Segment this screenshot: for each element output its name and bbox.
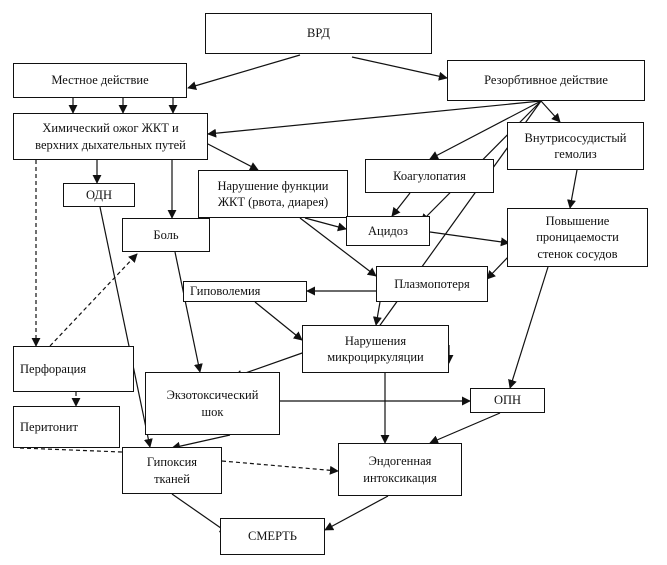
arrow-permeability-plasmaloss — [486, 254, 511, 280]
node-hypovolemia: Гиповолемия — [183, 281, 307, 302]
arrow-resorptive-hemolysis — [540, 100, 561, 123]
arrow-opn-endogenous — [429, 412, 501, 444]
arrow-plasmaloss-microcirc — [372, 301, 382, 326]
arrow-chemburn-gi — [205, 142, 259, 171]
node-opn: ОПН — [470, 388, 545, 413]
arrow-hemolysis-permeability — [567, 169, 578, 209]
node-acidosis: Ацидоз — [346, 216, 430, 246]
node-permeability: Повышение проницаемости стенок сосудов — [507, 208, 648, 267]
dashed-hypoxia-endogenous — [221, 460, 339, 475]
arrow-hypoxia-death — [171, 493, 229, 534]
arrow-coagulopathy-acidosis — [391, 192, 411, 217]
node-hemolysis: Внутрисосудистый гемолиз — [507, 122, 644, 170]
node-gi-dysfunction: Нарушение функции ЖКТ (рвота, диарея) — [198, 170, 348, 218]
node-tissue-hypoxia: Гипоксия тканей — [122, 447, 222, 494]
arrow-resorptive-chemburn — [207, 100, 542, 138]
node-perforation: Перфорация — [13, 346, 134, 392]
arrow-shock-hypoxia — [171, 434, 231, 451]
node-peritonitis: Перитонит — [13, 406, 120, 448]
arrow-acidosis-permeability — [429, 231, 510, 247]
arrow-permeability-opn — [508, 266, 549, 389]
arrow-odn-hypoxia — [99, 206, 153, 448]
node-endogenous-intoxication: Эндогенная интоксикация — [338, 443, 462, 496]
arrow-gi-plasmaloss — [299, 217, 377, 277]
node-pain: Боль — [122, 218, 210, 252]
arrow-vrd-local — [187, 54, 301, 91]
arrow-endogenous-death — [324, 495, 389, 531]
node-microcirculation: Нарушения микроциркуляции — [302, 325, 449, 373]
node-exotoxic-shock: Экзотоксический шок — [145, 372, 280, 435]
arrow-vrd-resorptive — [351, 56, 448, 81]
dashed-perforation-pain — [49, 253, 138, 347]
node-resorptive-action: Резорбтивное действие — [447, 60, 645, 101]
arrow-resorptive-coagulopathy — [429, 100, 542, 160]
node-plasma-loss: Плазмопотеря — [376, 266, 488, 302]
arrow-hypovolemia-microcirc — [254, 301, 303, 341]
node-vrd: ВРД — [205, 13, 432, 54]
node-death: СМЕРТЬ — [220, 518, 325, 555]
arrow-pain-shock — [174, 251, 203, 373]
node-chemical-burn: Химический ожог ЖКТ и верхних дыхательны… — [13, 113, 208, 160]
dashed-peritonitis-hypoxia — [19, 447, 123, 453]
node-coagulopathy: Коагулопатия — [365, 159, 494, 193]
node-odn: ОДН — [63, 183, 135, 207]
arrow-gi-acidosis — [304, 217, 347, 232]
node-local-action: Местное действие — [13, 63, 187, 98]
